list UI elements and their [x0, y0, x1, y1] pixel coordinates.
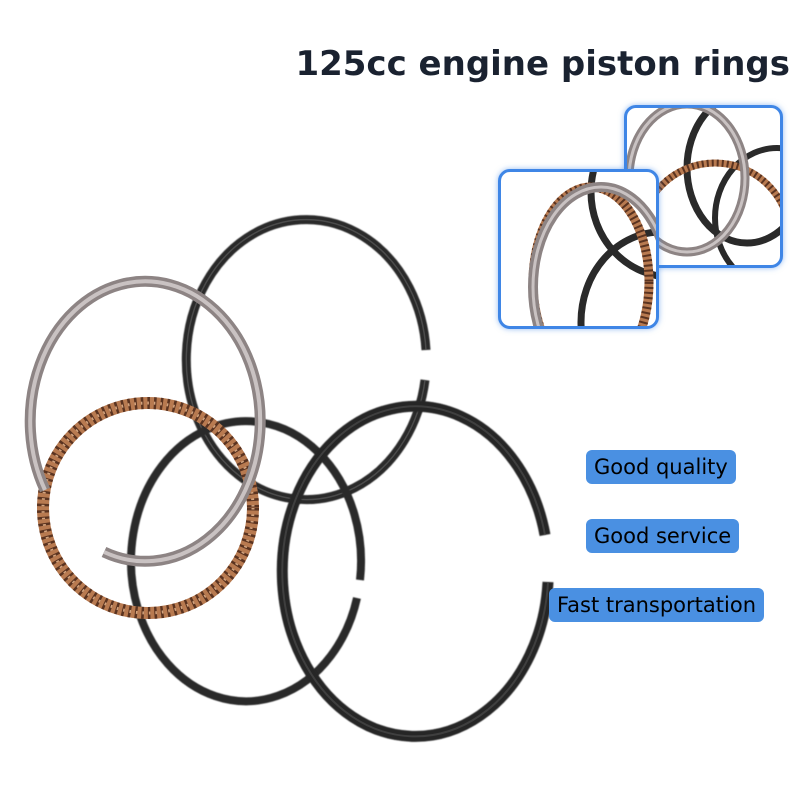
badge-good-quality: Good quality	[586, 450, 736, 484]
large-compression-ring	[276, 400, 554, 742]
badge-fast-transportation: Fast transportation	[549, 588, 764, 622]
closeup-inset-front	[498, 169, 659, 329]
second-compression-ring	[181, 215, 431, 505]
closeup-photo-front	[528, 172, 656, 326]
page-title: 125cc engine piston rings	[295, 44, 790, 84]
badge-good-service: Good service	[586, 519, 740, 553]
